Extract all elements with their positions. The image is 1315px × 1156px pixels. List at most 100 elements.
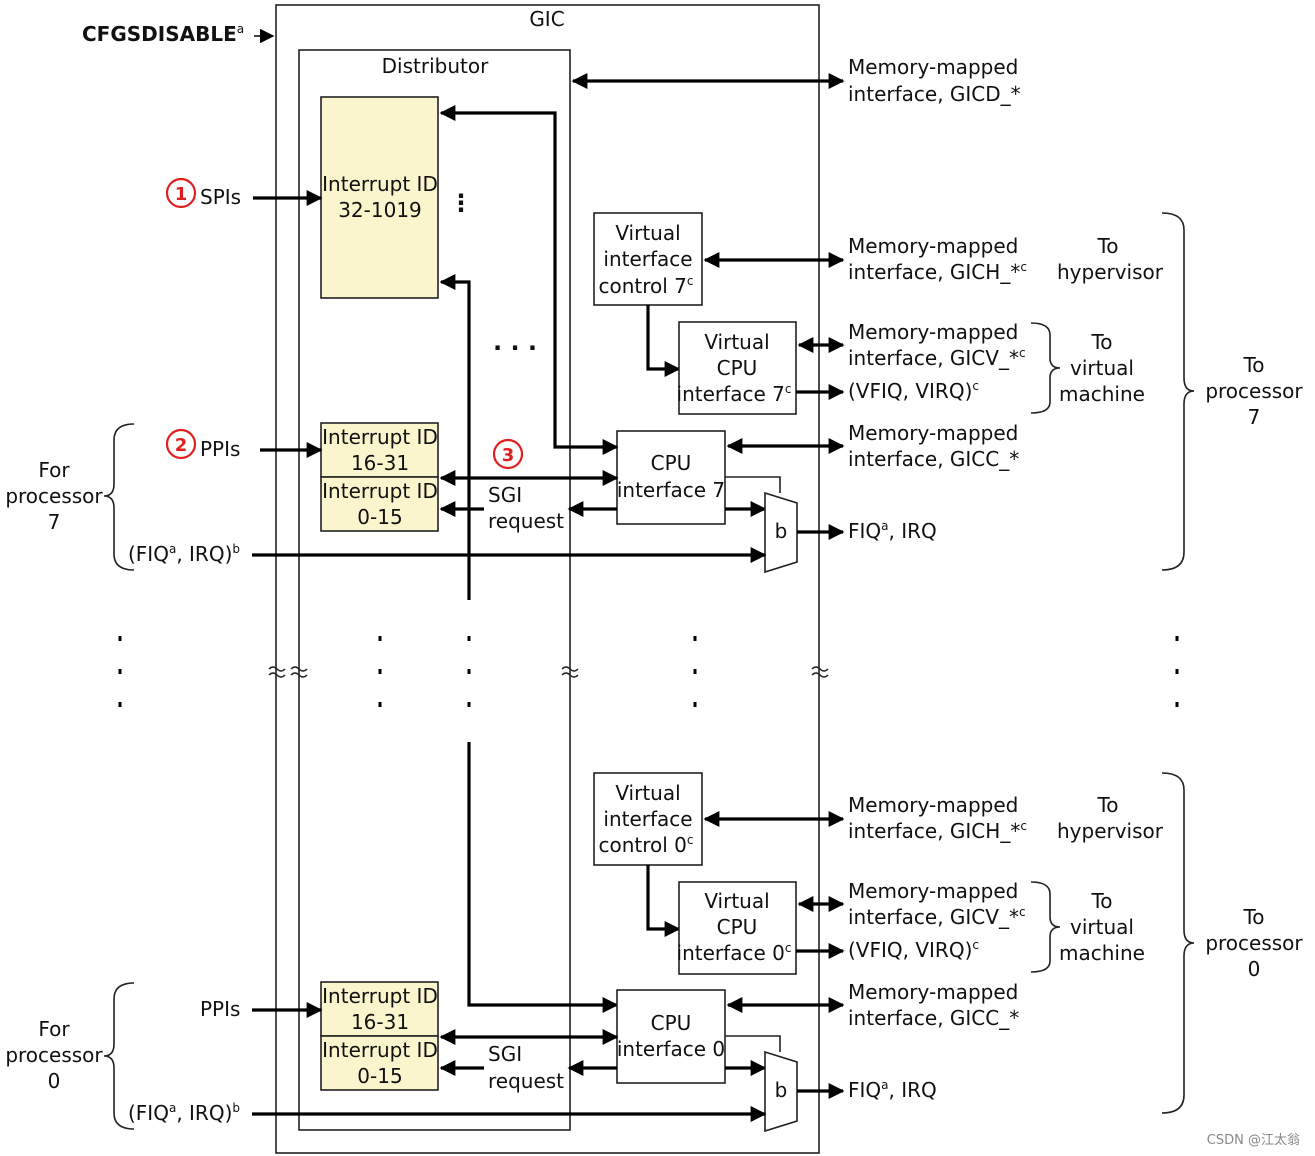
to-proc0-line2: processor [1205, 931, 1303, 955]
cpu7-line1: CPU [651, 451, 692, 475]
gicv0-label-2: interface, GICV_*c [848, 905, 1026, 929]
fiq7-in-label: (FIQa, IRQ)b [128, 542, 240, 566]
to-vm-0-line1: To [1090, 889, 1112, 913]
marker-3 [492, 438, 524, 470]
cpu0-mux-feedback [725, 1035, 781, 1052]
to-hypervisor-0-line1: To [1096, 793, 1118, 817]
to-vm-0-line3: machine [1059, 941, 1145, 965]
spi-block [320, 96, 439, 299]
cfgsdisable-label: CFGSDISABLEa [82, 22, 244, 46]
vic7-line1: Virtual [615, 221, 680, 245]
for-proc7-line3: 7 [48, 510, 61, 534]
mux-7 [764, 491, 798, 574]
gicv7-label-1: Memory-mapped [848, 320, 1018, 344]
fiq0-in-label: (FIQa, IRQ)b [128, 1101, 240, 1125]
vcpu7-line1: Virtual [704, 330, 769, 354]
gicc0-label-1: Memory-mapped [848, 980, 1018, 1004]
for-proc0-line1: For [38, 1017, 70, 1041]
to-hypervisor-7-line1: To [1096, 234, 1118, 258]
spi-block-line1: Interrupt ID [322, 172, 438, 196]
mux-0-label: b [775, 1078, 788, 1102]
mux-0 [764, 1050, 798, 1133]
watermark: CSDN @江太翁 [1207, 1133, 1300, 1148]
vcpu7-line2: CPU [717, 356, 758, 380]
vcpu0-line3: interface 0c [677, 941, 792, 965]
to-hypervisor-0-line2: hypervisor [1057, 819, 1164, 843]
for-proc0-line3: 0 [48, 1069, 61, 1093]
ppi-block-0 [320, 981, 439, 1037]
to-proc7-line2: processor [1205, 379, 1303, 403]
spi-to-cpu7-path [439, 105, 619, 455]
to-vm-7-line2: virtual [1070, 356, 1134, 380]
vcpu0-line1: Virtual [704, 889, 769, 913]
gich7-label-1: Memory-mapped [848, 234, 1018, 258]
vic0-line1: Virtual [615, 781, 680, 805]
marker-1-text: 1 [175, 184, 188, 205]
vfiq0-label: (VFIQ, VIRQ)c [848, 938, 979, 962]
spi-vertical-ellipsis: ⋮ [449, 189, 473, 217]
spi-to-cpu0-path-lower [467, 742, 619, 1013]
ppis-label-7: PPIs [200, 437, 240, 461]
gich0-label-1: Memory-mapped [848, 793, 1018, 817]
spi-to-cpu0-path [439, 274, 471, 600]
distributor-box [298, 49, 571, 1131]
marker-1 [165, 177, 197, 209]
sgi-request-0-line1: SGI [488, 1042, 522, 1066]
vic0-to-vcpu0-arrow [646, 865, 681, 937]
fiq7-out-label: FIQa, IRQ [848, 519, 937, 543]
vfiq7-label: (VFIQ, VIRQ)c [848, 379, 979, 403]
gicc0-label-2: interface, GICC_* [848, 1006, 1019, 1030]
sgi-request-7-line2: request [488, 509, 564, 533]
sgi0-line1: Interrupt ID [322, 1038, 438, 1062]
mux-7-label: b [775, 519, 788, 543]
gicc7-label-1: Memory-mapped [848, 421, 1018, 445]
gich7-label-2: interface, GICH_*c [848, 260, 1027, 284]
ppi7-line1: Interrupt ID [322, 425, 438, 449]
ppi0-line1: Interrupt ID [322, 984, 438, 1008]
vm0-brace [1030, 881, 1061, 973]
sgi7-line2: 0-15 [357, 505, 402, 529]
to-hypervisor-7-line2: hypervisor [1057, 260, 1164, 284]
spis-label: SPIs [200, 185, 241, 209]
horizontal-ellipsis: · · · [493, 334, 537, 362]
to-vm-0-line2: virtual [1070, 915, 1134, 939]
vic0-line2: interface [603, 807, 692, 831]
spi-block-line2: 32-1019 [338, 198, 422, 222]
cpu0-line2: interface 0 [617, 1037, 725, 1061]
ppi0-line2: 16-31 [351, 1010, 409, 1034]
to-proc7-line1: To [1242, 353, 1264, 377]
cpu7-mux-feedback [725, 476, 781, 493]
vic7-to-vcpu7-arrow [646, 305, 681, 377]
cpu7-line2: interface 7 [617, 478, 725, 502]
gicv7-label-2: interface, GICV_*c [848, 346, 1026, 370]
for-proc0-brace [103, 982, 135, 1130]
virtual-cpu-interface-7 [678, 321, 797, 415]
for-proc7-line2: processor [5, 484, 103, 508]
sgi7-line1: Interrupt ID [322, 479, 438, 503]
virtual-cpu-interface-0 [678, 881, 797, 975]
gic-box [275, 4, 820, 1154]
for-proc0-line2: processor [5, 1043, 103, 1067]
gic-title: GIC [529, 7, 564, 31]
vcpu0-line2: CPU [717, 915, 758, 939]
cpu-interface-0 [616, 989, 726, 1084]
for-proc7-brace [103, 423, 135, 571]
sgi-block-7 [320, 476, 439, 532]
sgi-request-7-line1: SGI [488, 483, 522, 507]
gich0-label-2: interface, GICH_*c [848, 819, 1027, 843]
ppi7-line2: 16-31 [351, 451, 409, 475]
to-proc0-line3: 0 [1248, 957, 1261, 981]
gicd-label-2: interface, GICD_* [848, 82, 1021, 106]
vic7-line3: control 7c [598, 274, 693, 298]
marker-2-text: 2 [175, 435, 188, 456]
for-proc7-line1: For [38, 458, 70, 482]
virtual-interface-control-0 [593, 772, 703, 866]
vic0-line3: control 0c [598, 833, 693, 857]
sgi-block-0 [320, 1035, 439, 1091]
fiq0-out-label: FIQa, IRQ [848, 1078, 937, 1102]
marker-3-text: 3 [502, 445, 515, 466]
to-vm-7-line3: machine [1059, 382, 1145, 406]
ppis-label-0: PPIs [200, 997, 240, 1021]
to-vm-7-line1: To [1090, 330, 1112, 354]
